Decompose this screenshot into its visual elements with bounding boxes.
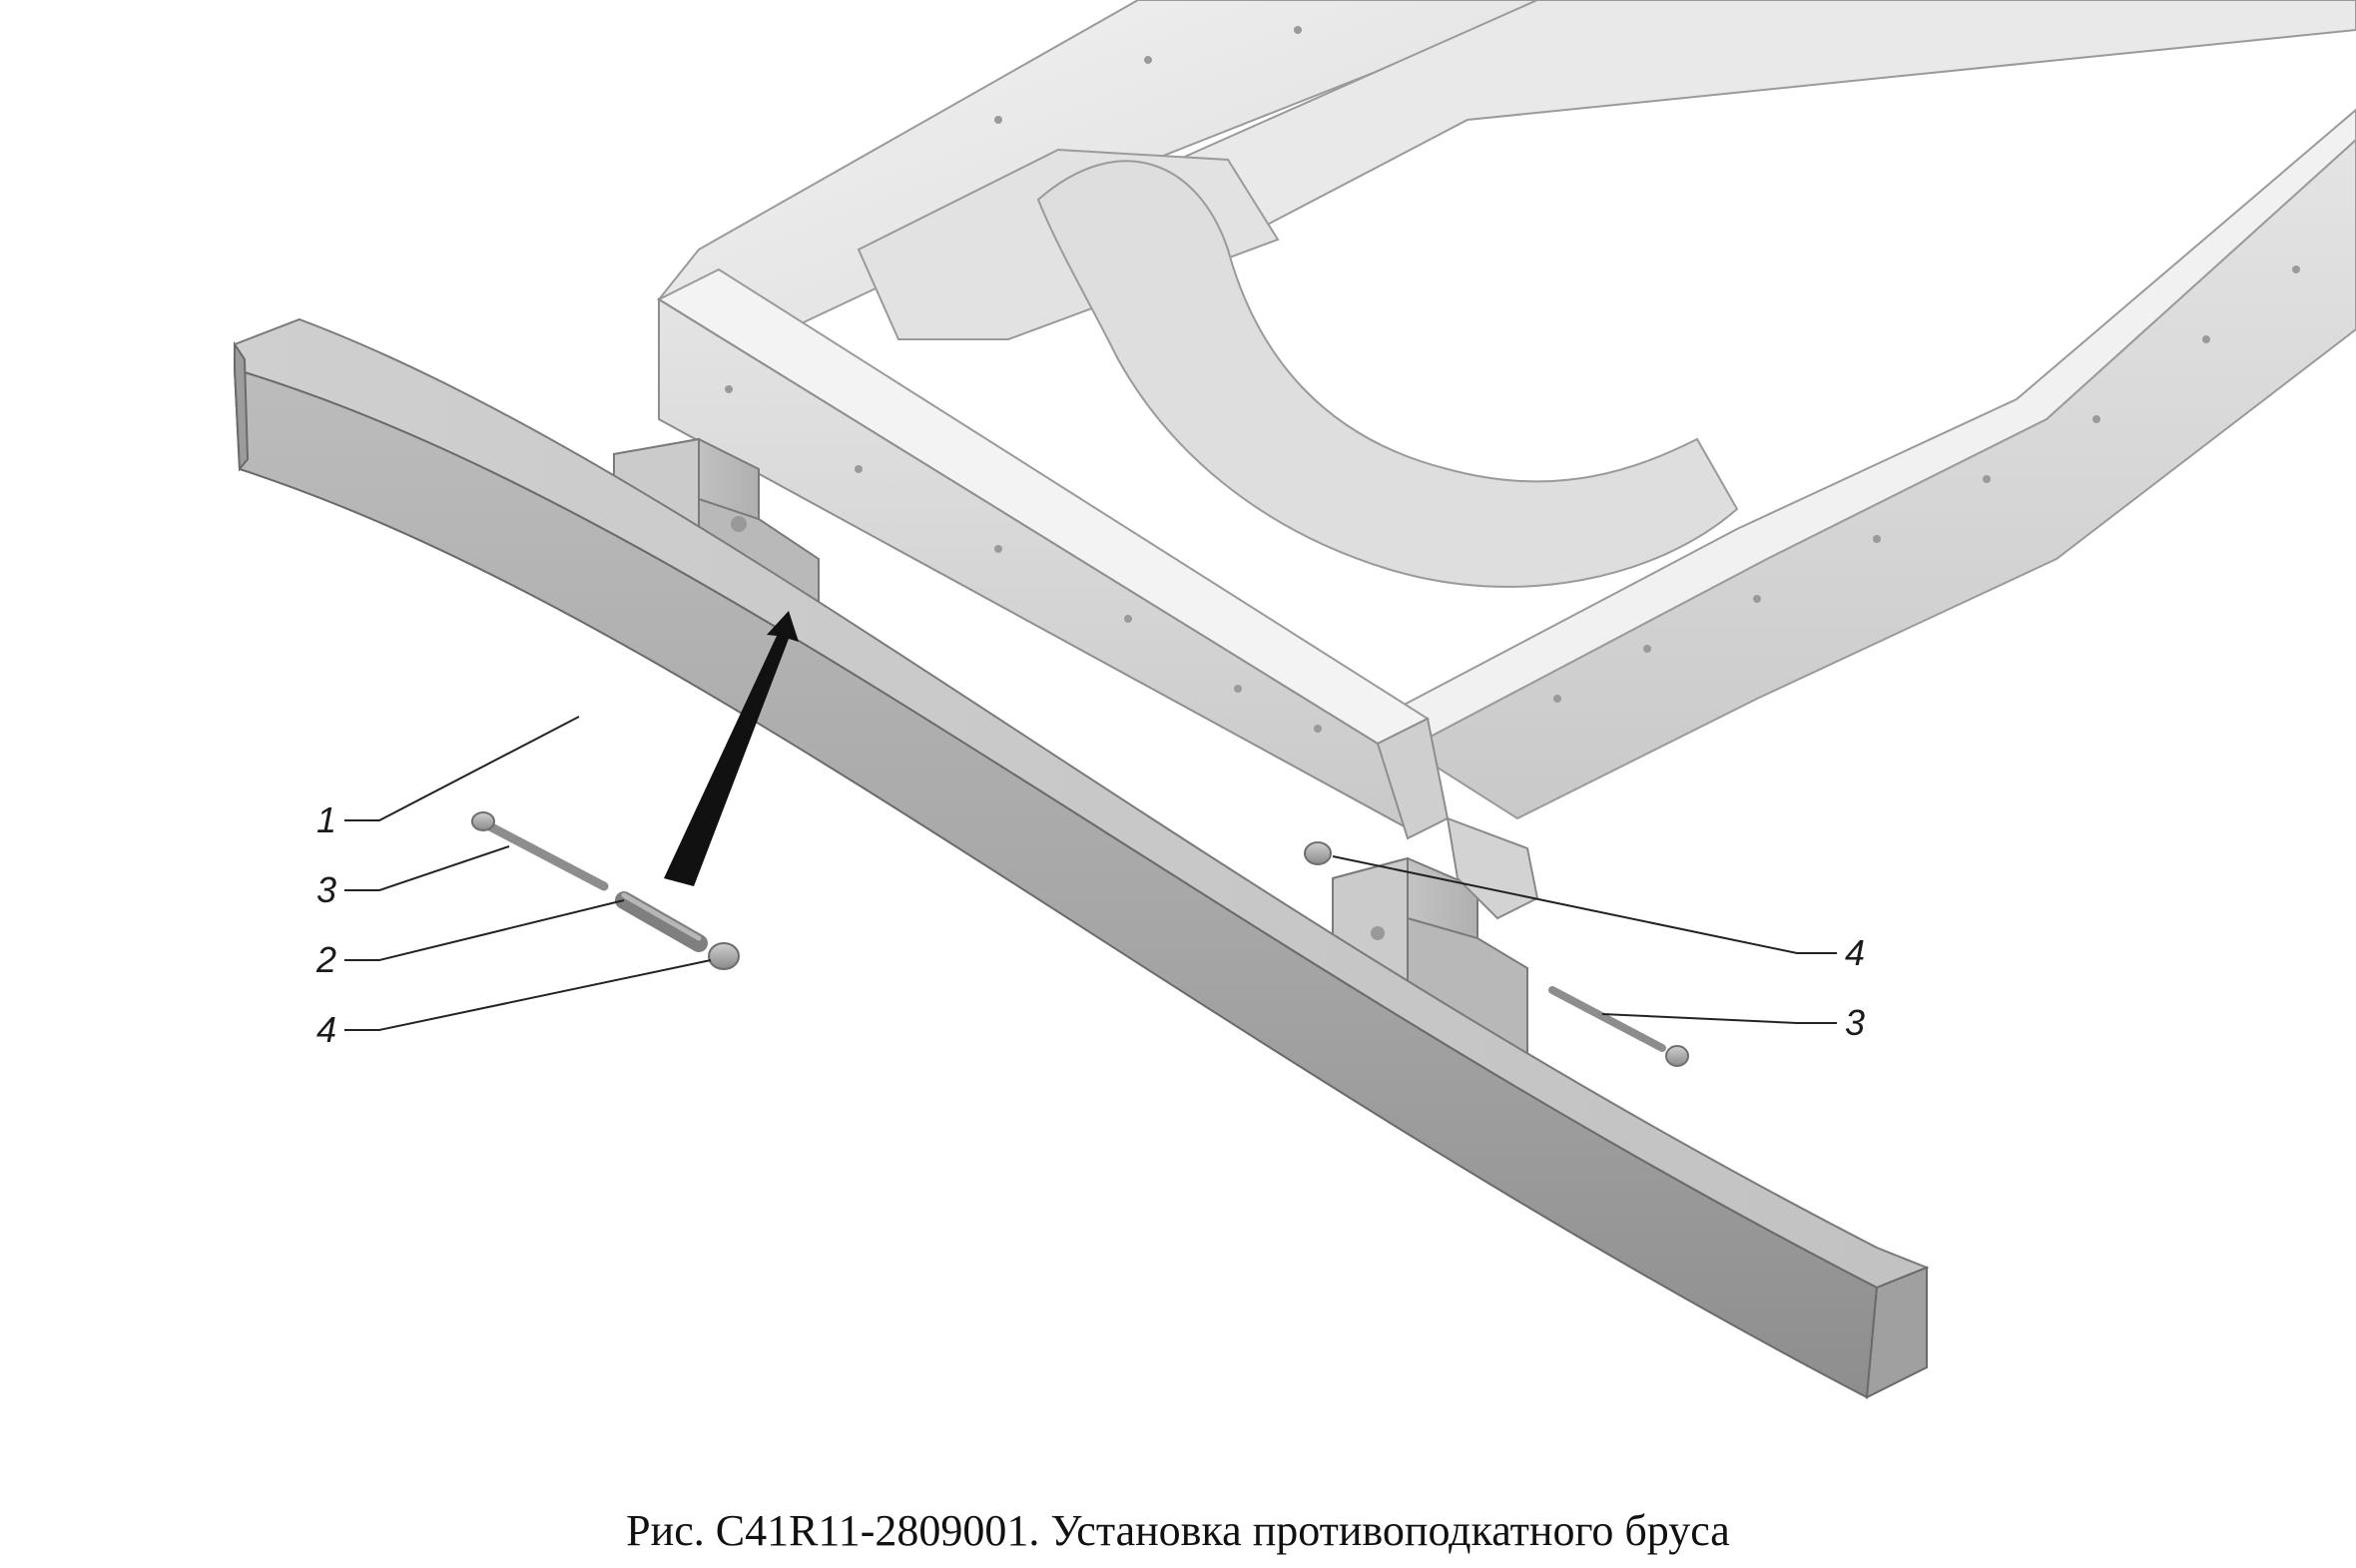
bracket-hole bbox=[731, 516, 747, 532]
spacer-sleeve bbox=[615, 891, 708, 952]
leader-3-left bbox=[344, 845, 510, 891]
figure-caption: Рис. С41R11-2809001. Установка противопо… bbox=[626, 1506, 1730, 1555]
nut-right bbox=[1304, 841, 1332, 865]
bolt-left bbox=[471, 811, 609, 891]
leader-4-left bbox=[344, 959, 712, 1031]
vehicle-frame bbox=[656, 0, 2356, 840]
assembly-direction-arrow bbox=[664, 611, 799, 886]
callout-4-left: 4 bbox=[316, 1009, 336, 1050]
leader-lines bbox=[344, 716, 1837, 1031]
callout-3-right: 3 bbox=[1845, 1002, 1865, 1043]
callout-3-left: 3 bbox=[316, 869, 336, 910]
underride-bar-right-cap bbox=[1865, 1266, 1928, 1399]
leader-4-right bbox=[1332, 855, 1837, 954]
underride-bar-left-cap bbox=[234, 340, 250, 472]
frame-holes bbox=[725, 26, 2300, 733]
bracket-hole bbox=[1371, 926, 1385, 940]
callout-1: 1 bbox=[316, 799, 336, 840]
nut-left bbox=[708, 942, 740, 970]
underride-bar bbox=[233, 317, 1930, 1399]
leader-1 bbox=[344, 716, 580, 821]
leader-2 bbox=[344, 899, 625, 961]
frame-rail-right-top bbox=[1376, 108, 2356, 751]
bolt-right bbox=[1548, 986, 1689, 1067]
callout-2: 2 bbox=[315, 939, 336, 980]
leader-3-right bbox=[1601, 1013, 1837, 1024]
fasteners-right bbox=[1304, 841, 1689, 1067]
fasteners-left bbox=[471, 811, 740, 970]
callout-labels: 1 3 2 4 4 3 bbox=[315, 799, 1865, 1050]
frame-arched-crossmember bbox=[1036, 160, 1739, 588]
callout-4-right: 4 bbox=[1845, 932, 1865, 973]
